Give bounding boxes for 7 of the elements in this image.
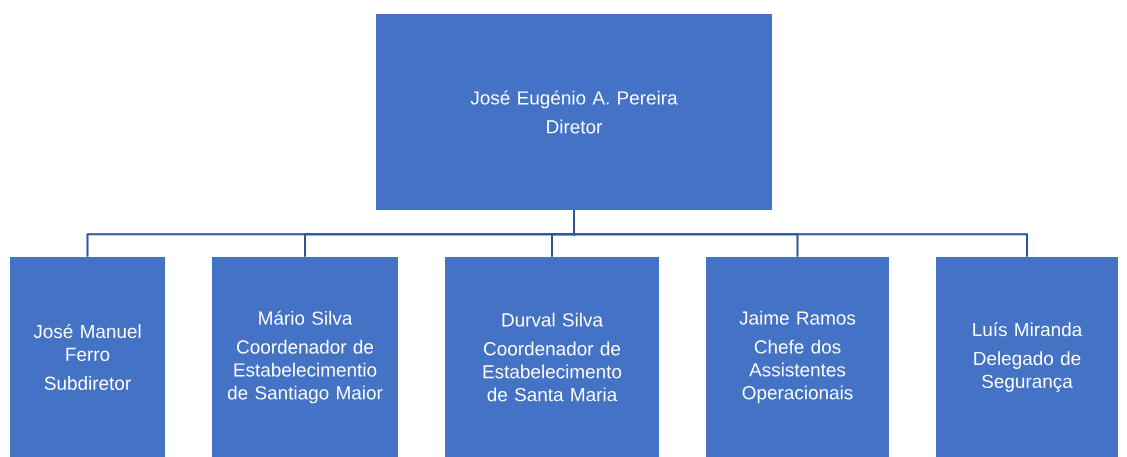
- person-box: José Manuel Ferro Subdiretor: [10, 257, 165, 457]
- person-box: José Eugénio A. Pereira Diretor: [376, 14, 772, 210]
- person-box: Luís Miranda Delegado de Segurança: [936, 257, 1118, 457]
- person-box: Jaime Ramos Chefe dos Assistentes Operacionais: [706, 257, 889, 457]
- person-box: Durval Silva Coordenador de Estabelecimento de Santa Maria: [445, 257, 659, 457]
- connector-line: [573, 209, 1028, 258]
- person-box: Mário Silva Coordenador de Estabelecimentio de Santiago Maior: [212, 257, 398, 457]
